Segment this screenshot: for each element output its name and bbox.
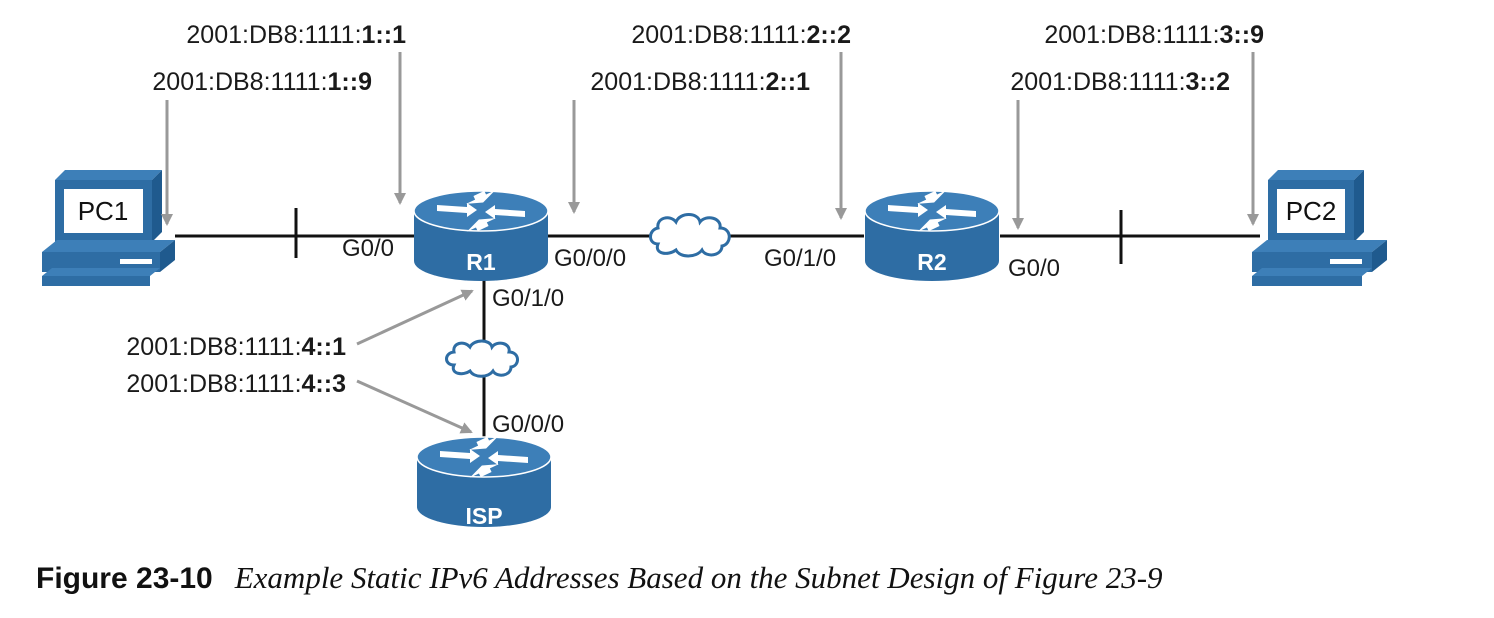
- interface-label-r2-g0-1-0: G0/1/0: [764, 245, 836, 272]
- interface-label-r1-g0-0-0: G0/0/0: [554, 245, 626, 272]
- arrow-isp: [356, 379, 473, 434]
- network-diagram: R1 R2 ISP: [42, 21, 1387, 529]
- links: [175, 208, 1260, 452]
- figure-title: Example Static IPv6 Addresses Based on t…: [234, 560, 1163, 595]
- pc-icon: [42, 170, 175, 286]
- router-label: R1: [466, 249, 496, 275]
- address-label-r1-wan: 2001:DB8:1111:2::1: [590, 68, 810, 96]
- pc-pc2[interactable]: PC2: [1252, 170, 1387, 286]
- router-label: R2: [917, 249, 946, 275]
- address-label-pc2: 2001:DB8:1111:3::9: [1044, 21, 1264, 49]
- router-r2[interactable]: R2: [864, 187, 1000, 281]
- pc-label: PC1: [78, 196, 129, 226]
- router-r1[interactable]: R1: [413, 187, 549, 281]
- address-label-r2-lan: 2001:DB8:1111:3::2: [1010, 68, 1230, 96]
- arrow-r1-isp: [356, 289, 474, 346]
- wan-cloud-icon: [649, 213, 731, 258]
- router-icon: R1: [413, 190, 549, 281]
- figure-caption: Figure 23-10 Example Static IPv6 Addresse…: [36, 560, 1476, 596]
- address-label-pc1: 2001:DB8:1111:1::9: [152, 68, 372, 96]
- address-label-r1-isp: 2001:DB8:1111:4::1: [126, 333, 346, 361]
- pc-pc1[interactable]: PC1: [42, 170, 175, 286]
- isp-cloud-icon: [445, 339, 519, 378]
- router-icon: R2: [864, 190, 1000, 281]
- router-icon: ISP: [416, 436, 552, 529]
- interface-label-r1-g0-0: G0/0: [342, 235, 394, 262]
- interface-label-r2-g0-0: G0/0: [1008, 255, 1060, 282]
- router-label: ISP: [465, 503, 502, 529]
- figure-number: Figure 23-10: [36, 562, 213, 595]
- router-isp[interactable]: ISP: [416, 433, 552, 529]
- interface-label-isp-g0-0-0: G0/0/0: [492, 411, 564, 438]
- pc-label: PC2: [1286, 196, 1337, 226]
- address-label-isp: 2001:DB8:1111:4::3: [126, 370, 346, 398]
- address-label-r1-lan: 2001:DB8:1111:1::1: [186, 21, 406, 49]
- address-arrows: [161, 52, 1259, 434]
- interface-label-r1-g0-1-0: G0/1/0: [492, 285, 564, 312]
- address-label-r2-wan: 2001:DB8:1111:2::2: [631, 21, 851, 49]
- pc-icon: [1252, 170, 1387, 286]
